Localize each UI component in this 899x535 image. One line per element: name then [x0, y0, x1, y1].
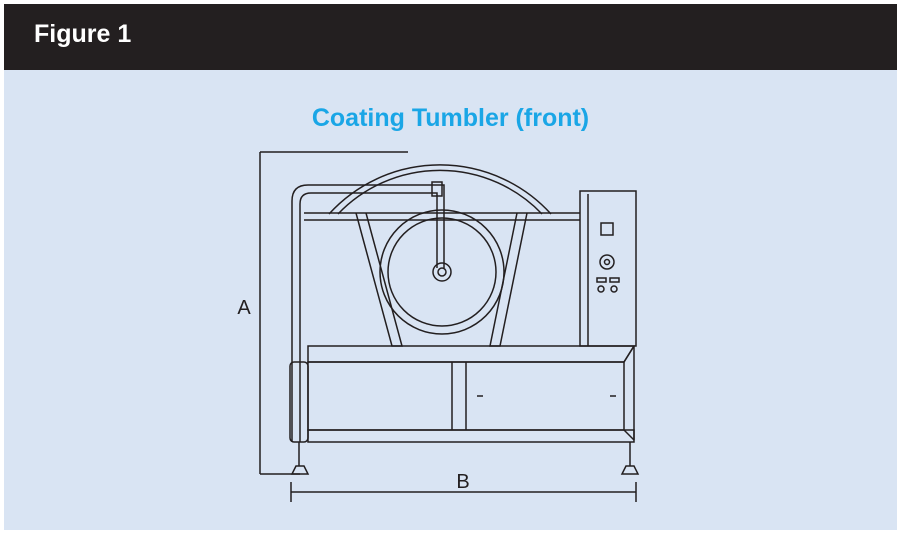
left-support-arm [355, 212, 403, 347]
drum-outer-arc [328, 164, 552, 215]
control-dial-icon [599, 254, 615, 270]
control-switch-left-knob [597, 285, 605, 293]
drum-opening-inner [387, 217, 497, 327]
diagram-title: Coating Tumbler (front) [311, 104, 590, 132]
base-bottom-rail [307, 429, 635, 443]
spray-pipe-inner [299, 192, 438, 442]
control-cabinet [579, 190, 637, 347]
base-side-bevel-bottom [623, 429, 635, 441]
coating-tumbler-drawing: A B [237, 151, 640, 502]
spray-pipe [291, 181, 445, 442]
figure-title: Figure 1 [34, 20, 132, 48]
base-top-plate [307, 345, 636, 363]
drum [328, 164, 552, 335]
pipe-elbow-joint [431, 181, 443, 197]
drum-hub [432, 262, 452, 282]
figure-panel: Figure 1 Coating Tumbler (front) A B [4, 4, 897, 530]
control-switch-right-knob [610, 285, 618, 293]
drum-hub-center [437, 267, 447, 277]
left-leg [289, 361, 310, 475]
right-leg [620, 442, 640, 475]
control-switch-right-icon [609, 277, 620, 283]
spray-pipe-outer [291, 184, 445, 442]
left-foot-pad [290, 465, 310, 475]
dimension-b-label: B [456, 471, 469, 493]
drum-inner-arc [337, 169, 543, 215]
base-cabinet [307, 345, 636, 443]
dimension-a-label: A [237, 297, 251, 319]
figure-header: Figure 1 [4, 4, 897, 70]
dimension-a: A [237, 151, 408, 475]
right-foot-pad [620, 465, 640, 475]
control-dial-center [603, 258, 611, 266]
base-side-bevel-top [623, 345, 635, 363]
control-switch-left-icon [596, 277, 607, 283]
dimension-b: B [290, 471, 637, 502]
drum-opening-outer [379, 209, 505, 335]
control-display-icon [600, 222, 614, 236]
